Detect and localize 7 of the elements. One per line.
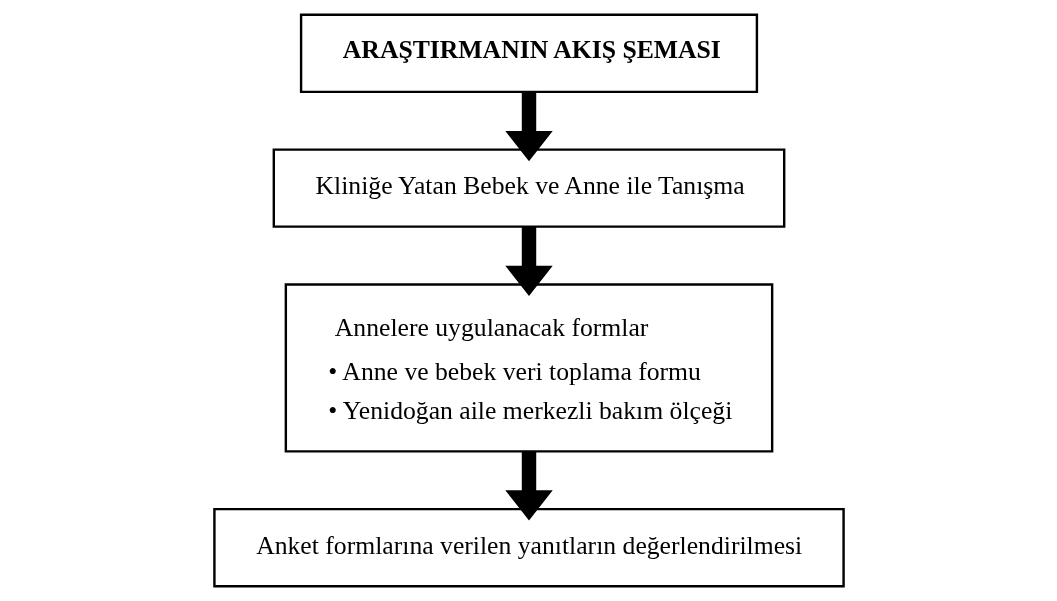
arrow	[504, 451, 553, 521]
node-box: ARAŞTIRMANIN AKIŞ ŞEMASI	[299, 13, 758, 94]
node-box: Kliniğe Yatan Bebek ve Anne ile Tanışma	[272, 148, 785, 228]
arrow	[504, 92, 553, 162]
node-box: Anket formlarına verilen yanıtların değerlendirilmesi	[212, 507, 845, 588]
node-box: Annelere uygulanacak formlar • Anne ve bebek veri toplama formu • Yenidoğan aile merkezli bakım ölçeği	[284, 283, 773, 453]
arrow	[504, 226, 553, 296]
